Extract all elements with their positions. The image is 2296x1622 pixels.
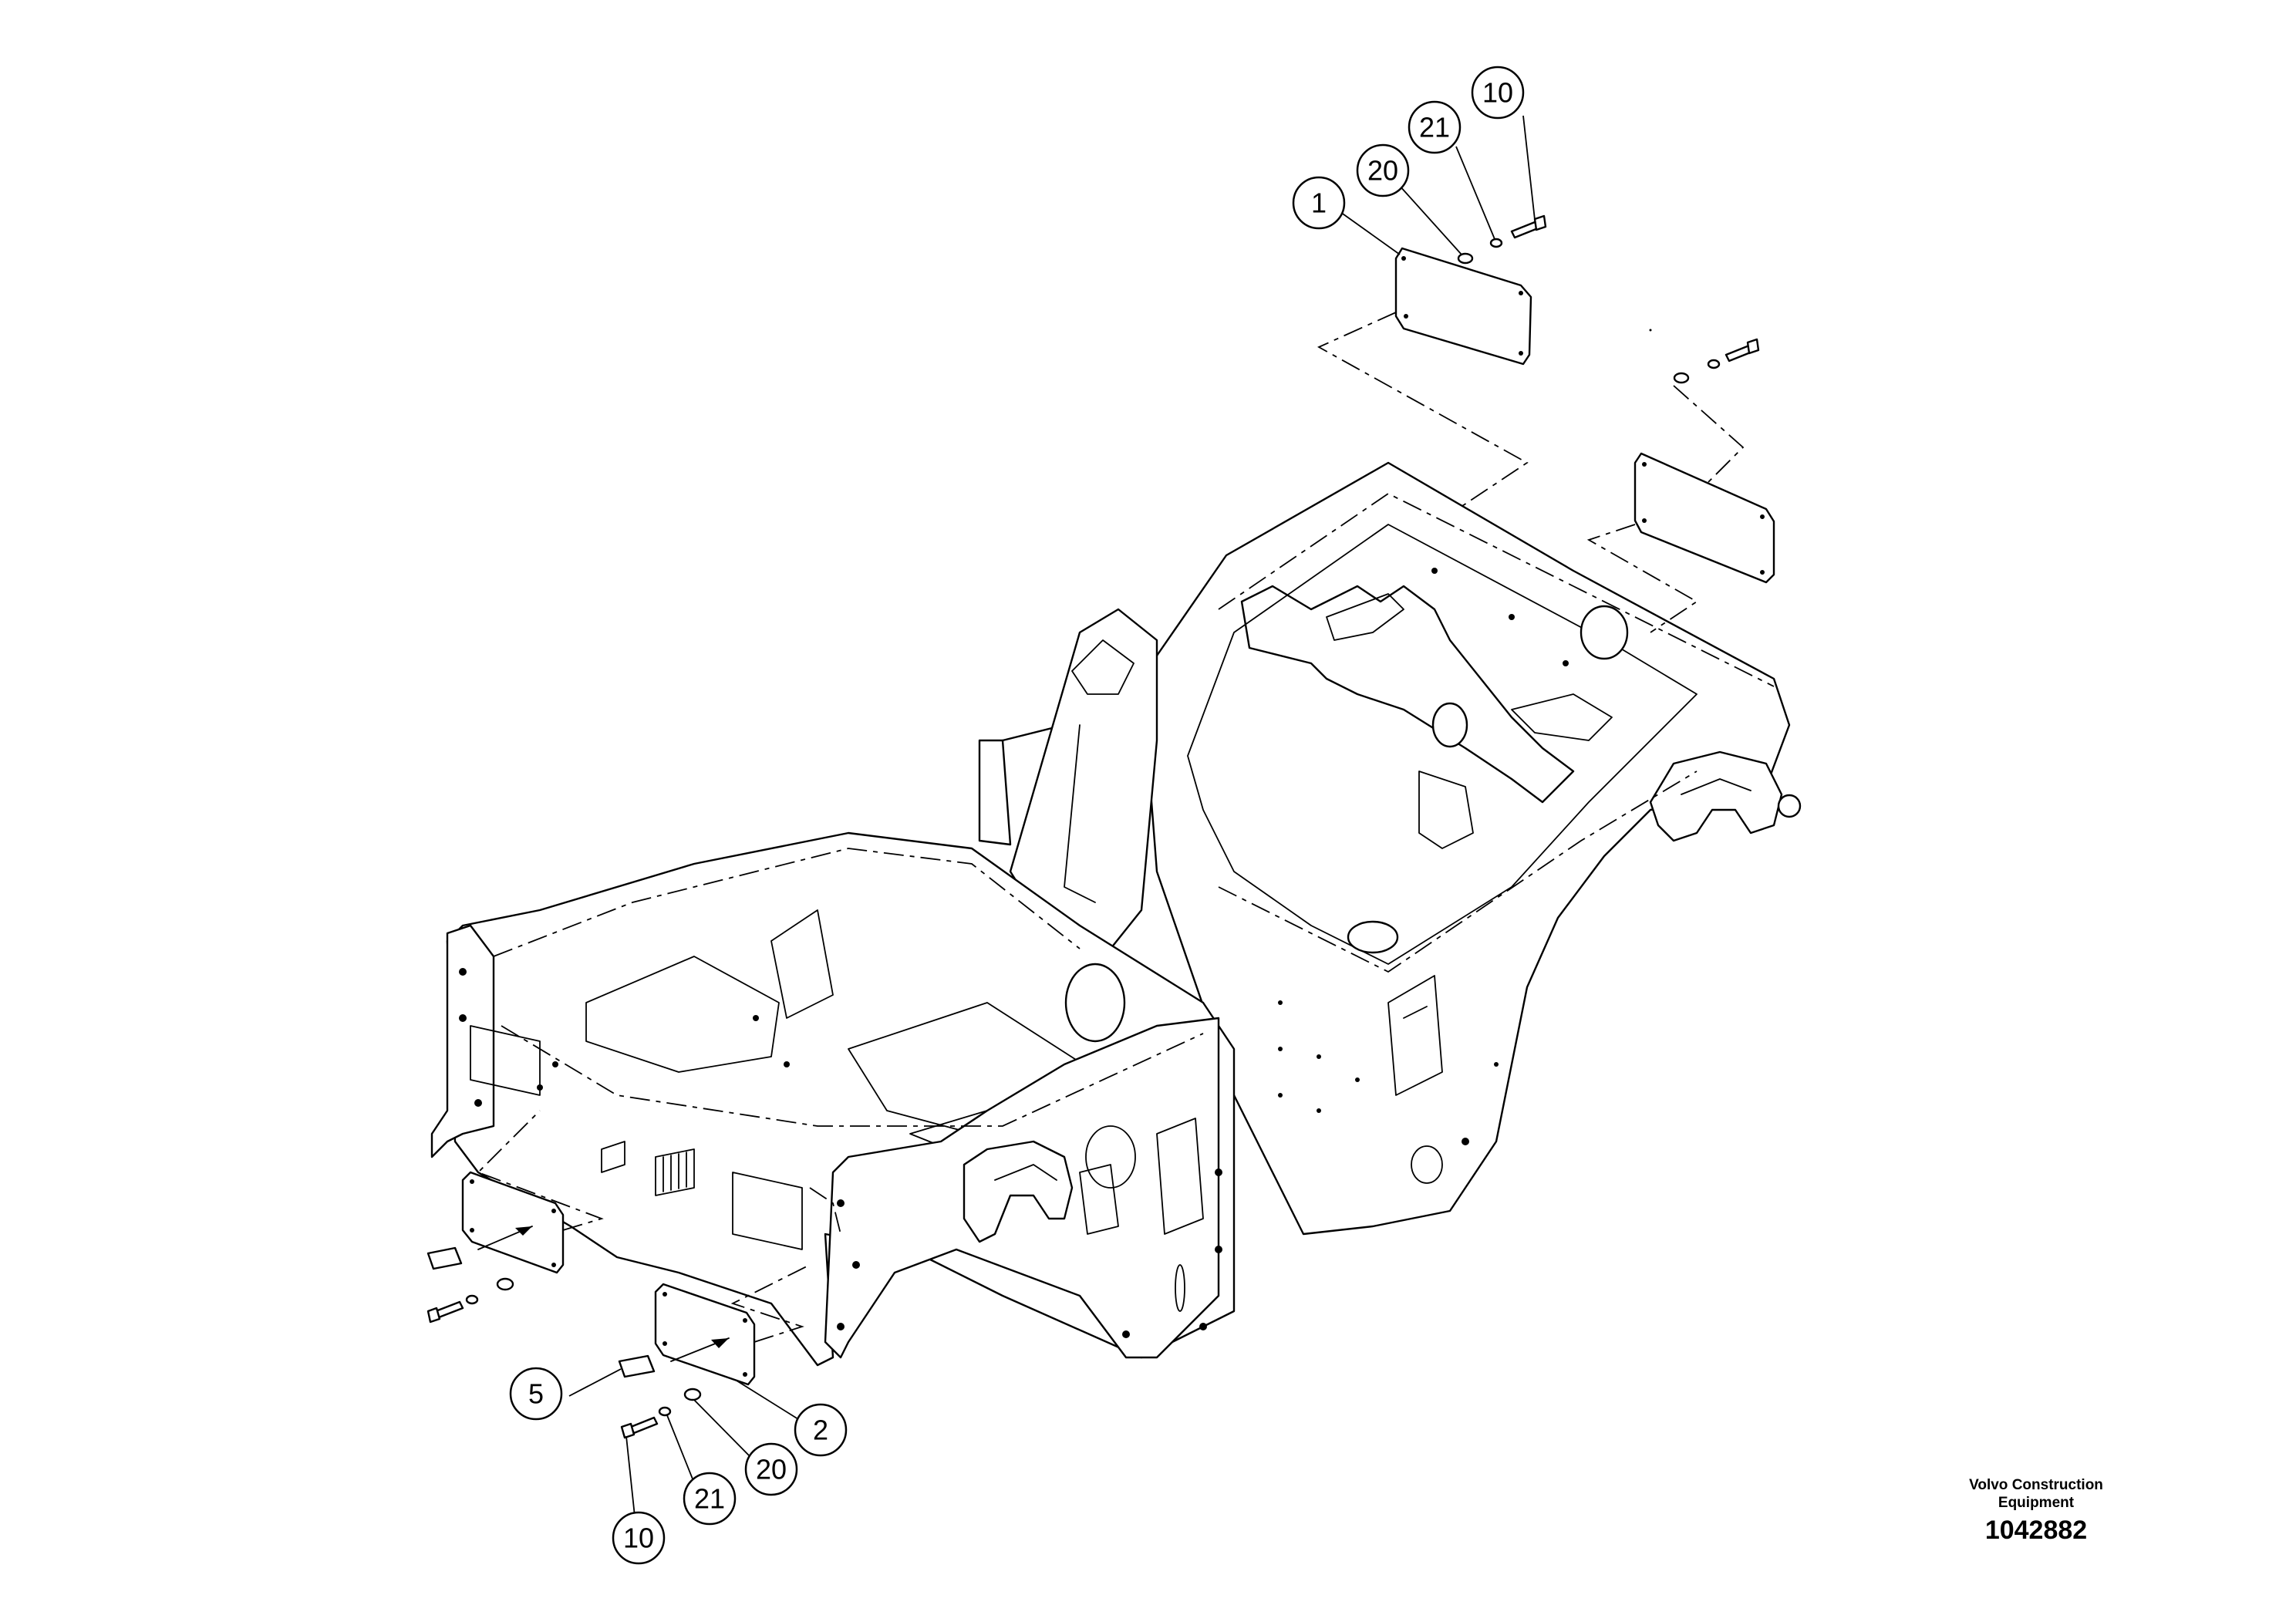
callout-20-top-label: 20 — [1367, 155, 1398, 187]
cover-plate-right — [1586, 338, 1775, 633]
callout-20-top: 20 — [1356, 143, 1410, 197]
callout-21-bottom: 21 — [683, 1472, 737, 1526]
drawing-number: 1042882 — [1984, 1516, 2088, 1545]
callout-10-bottom: 10 — [612, 1511, 666, 1565]
stray-dot — [1649, 329, 1652, 332]
callout-21-bottom-label: 21 — [694, 1483, 725, 1515]
callout-5: 5 — [509, 1367, 563, 1421]
cover-plate-1 — [1317, 214, 1547, 510]
brand-name-line2: Equipment — [1998, 1495, 2075, 1511]
callout-21-top-label: 21 — [1419, 112, 1450, 143]
callout-10-top-label: 10 — [1482, 77, 1513, 109]
cover-plate-lower-left — [426, 1110, 604, 1324]
cover-plate-2 — [618, 1264, 811, 1439]
callout-20-bottom-label: 20 — [756, 1454, 787, 1485]
callout-2-label: 2 — [813, 1415, 828, 1446]
front-frame — [430, 608, 1236, 1367]
callout-1: 1 — [1292, 176, 1346, 230]
callout-1-label: 1 — [1311, 187, 1327, 219]
callout-10-bottom-label: 10 — [623, 1523, 654, 1554]
brand-name-line1: Volvo Construction — [1969, 1477, 2103, 1493]
callout-10-top: 10 — [1471, 66, 1525, 120]
callout-2: 2 — [794, 1403, 848, 1457]
rear-frame — [978, 461, 1802, 1236]
callout-5-label: 5 — [528, 1378, 544, 1410]
callout-21-top: 21 — [1408, 100, 1462, 154]
callout-20-bottom: 20 — [744, 1442, 798, 1496]
